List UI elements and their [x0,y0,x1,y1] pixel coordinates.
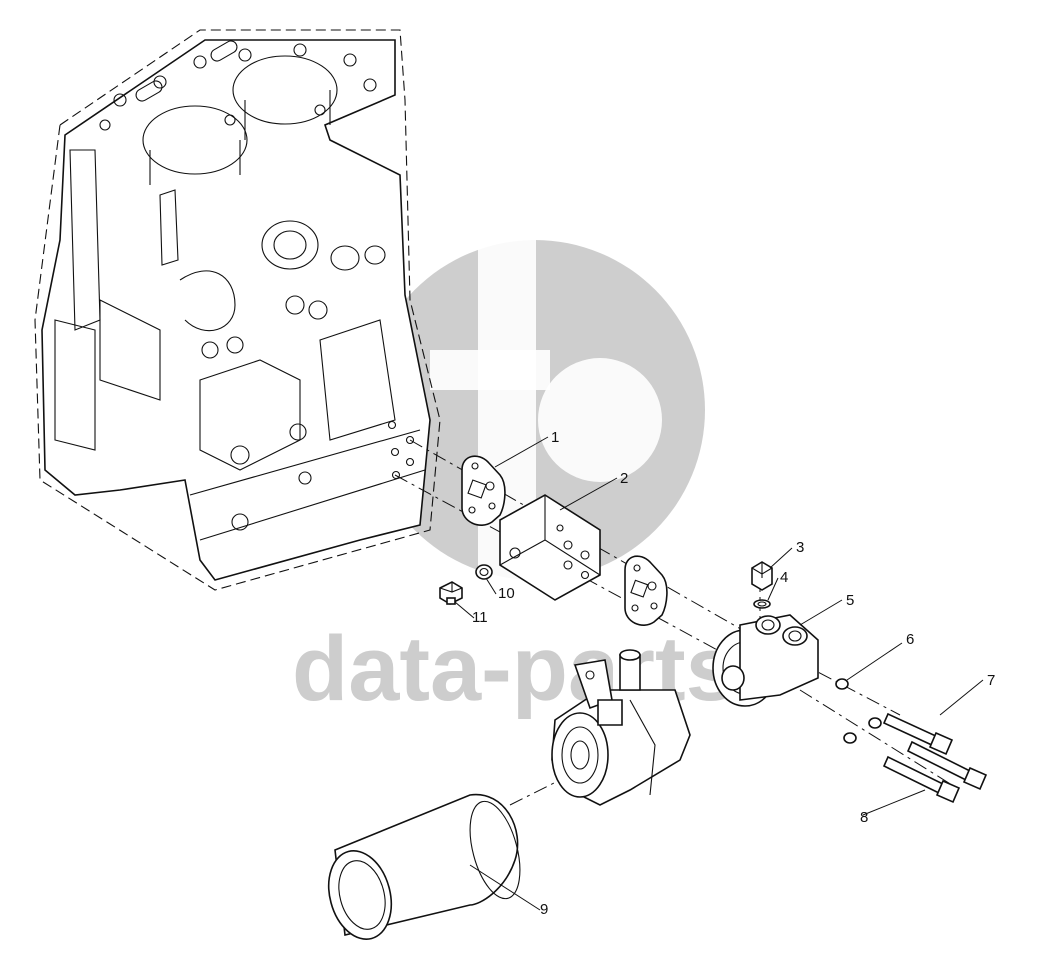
callout-8: 8 [860,809,868,826]
plug-screw-part-11 [439,581,463,605]
engine-block [34,29,441,591]
seal-ring-part-10 [475,564,493,580]
callout-labels: 1 2 3 4 5 6 7 8 9 10 11 [472,429,995,918]
callout-10: 10 [498,585,515,602]
filter-head-part-5 [712,614,819,707]
callout-2: 2 [620,470,628,487]
callout-6: 6 [906,631,914,648]
gasket-second [624,555,668,626]
callout-7: 7 [987,672,995,689]
callout-4: 4 [780,569,788,586]
adapter-block-part-2 [499,494,601,601]
callout-9: 9 [540,901,548,918]
callout-3: 3 [796,539,804,556]
leader-lines [454,436,984,911]
bolt-part-7 [882,712,988,791]
callout-5: 5 [846,592,854,609]
oil-filter-part-9 [327,793,521,940]
o-rings-part-6 [835,678,882,744]
gasket-part-1 [461,455,506,526]
fitting-part-3 [751,561,773,591]
callout-1: 1 [551,429,559,446]
bolt-part-8 [882,755,961,804]
washer-part-4 [753,599,771,609]
callout-11: 11 [472,609,488,626]
oil-cooler-housing [551,649,691,806]
